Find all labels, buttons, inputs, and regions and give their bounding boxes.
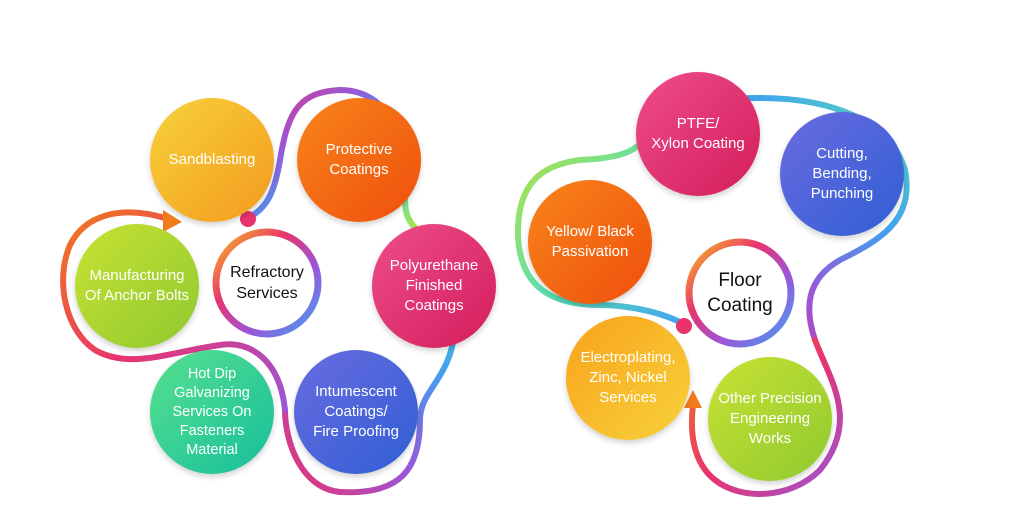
cutting-bending-label: Cutting, Bending, Punching [810, 145, 874, 202]
electroplating-label: Electroplating, Zinc, Nickel Services [580, 349, 676, 406]
hot-dip-galvanizing-circle: Hot Dip Galvanizing Services On Fastener… [150, 350, 274, 474]
right-center-label: Floor Coating [707, 270, 773, 316]
right-connector-path-3 [688, 337, 843, 497]
cutting-bending-circle: Cutting, Bending, Punching [780, 112, 904, 236]
protective-coatings-circle: Protective Coatings [297, 98, 421, 222]
right-connector-path [514, 127, 688, 328]
right-center-circle: Floor Coating [697, 250, 783, 336]
electroplating-circle: Electroplating, Zinc, Nickel Services [566, 316, 690, 440]
sandblasting-label: Sandblasting [168, 151, 256, 168]
left-arrow-head [163, 210, 182, 232]
ptfe-xylon-circle: PTFE/ Xylon Coating [636, 72, 760, 196]
left-center-ring [212, 228, 322, 338]
hot-dip-galvanizing-label: Hot Dip Galvanizing Services On Fastener… [172, 365, 252, 458]
protective-coatings-label: Protective Coatings [325, 141, 393, 178]
precision-engineering-circle: Other Precision Engineering Works [708, 357, 832, 481]
ptfe-xylon-label: PTFE/ Xylon Coating [651, 115, 745, 152]
right-arrow-head [684, 390, 702, 408]
passivation-label: Yellow/ Black Passivation [546, 223, 634, 260]
precision-engineering-label: Other Precision Engineering Works [718, 390, 822, 447]
intumescent-coatings-label: Intumescent Coatings/ Fire Proofing [313, 383, 399, 440]
right-connector-dot [676, 318, 692, 334]
anchor-bolts-label: Manufacturing Of Anchor Bolts [84, 267, 190, 304]
intumescent-coatings-circle: Intumescent Coatings/ Fire Proofing [294, 350, 418, 474]
passivation-circle: Yellow/ Black Passivation [528, 180, 652, 304]
anchor-bolts-circle: Manufacturing Of Anchor Bolts [75, 224, 199, 348]
left-connector-dot [240, 211, 256, 227]
sandblasting-circle: Sandblasting [150, 98, 274, 222]
left-connector-path-3 [60, 209, 288, 413]
left-center-circle: Refractory Services [224, 240, 310, 326]
polyurethane-coatings-circle: Polyurethane Finished Coatings [372, 224, 496, 348]
polyurethane-coatings-label: Polyurethane Finished Coatings [389, 257, 479, 314]
left-center-label: Refractory Services [230, 264, 304, 302]
right-center-ring [685, 238, 795, 348]
